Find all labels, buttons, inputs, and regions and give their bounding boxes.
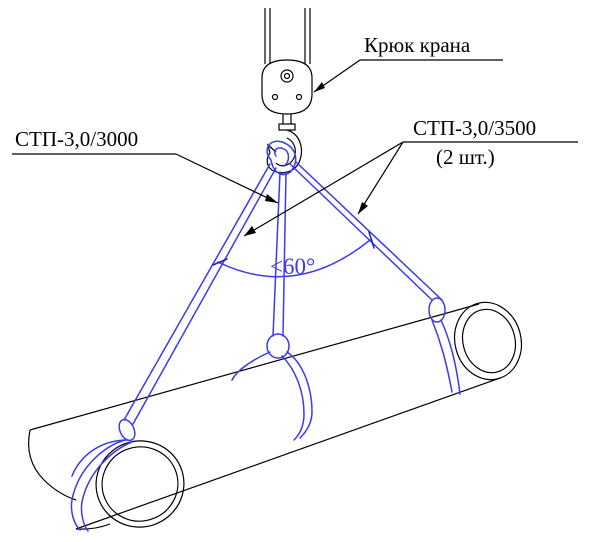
crane-hook-label: Крюк крана <box>364 33 471 57</box>
sling-short-leader <box>12 153 279 204</box>
sling-long-leader <box>243 141 578 237</box>
sling-long-count-label: (2 шт.) <box>436 145 495 169</box>
angle-arc <box>217 239 371 278</box>
sling-long-right <box>289 161 461 395</box>
sling-long-label: СТП-3,0/3500 <box>413 116 536 140</box>
angle-label: <60° <box>270 254 315 279</box>
crane-hook-icon <box>261 8 313 174</box>
crane-hook-leader <box>313 59 503 93</box>
pipe-icon <box>28 301 523 530</box>
sling-short-middle <box>231 171 313 441</box>
sling-short-label: СТП-3,0/3000 <box>15 127 138 151</box>
sling-icon <box>70 140 461 532</box>
sling-long-left <box>70 163 277 532</box>
